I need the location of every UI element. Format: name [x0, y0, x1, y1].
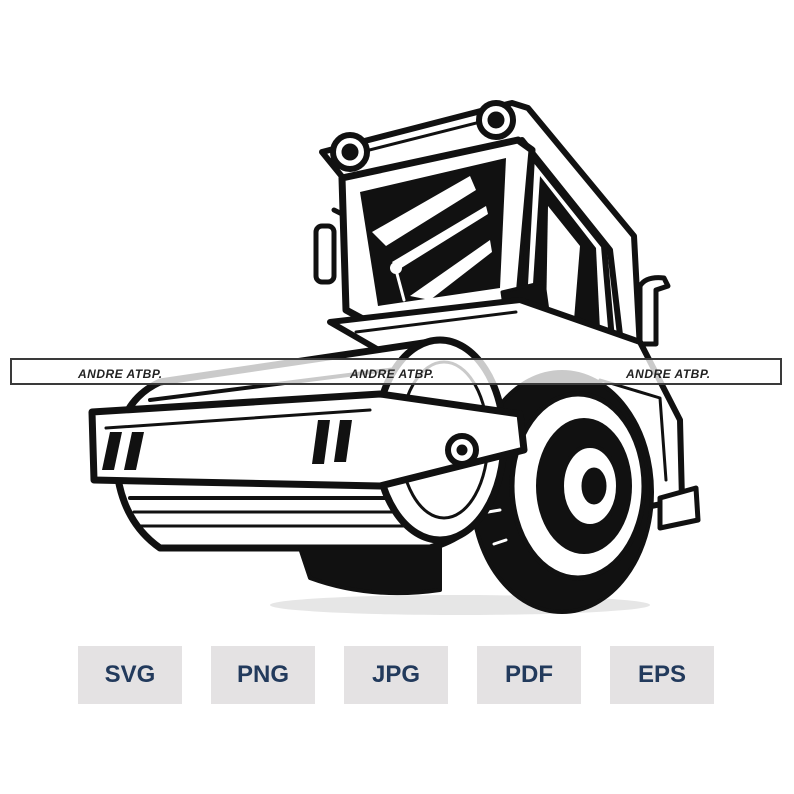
- watermark-text: ANDRE ATBP.: [350, 367, 435, 381]
- format-badge-jpg: JPG: [344, 646, 448, 704]
- road-roller-icon: [88, 100, 701, 615]
- format-badge-eps: EPS: [610, 646, 714, 704]
- watermark-band: ANDRE ATBP. ANDRE ATBP. ANDRE ATBP.: [10, 358, 782, 385]
- format-badge-png: PNG: [211, 646, 315, 704]
- watermark-text: ANDRE ATBP.: [626, 367, 711, 381]
- format-badge-svg: SVG: [78, 646, 182, 704]
- watermark-text: ANDRE ATBP.: [78, 367, 163, 381]
- format-badges: SVG PNG JPG PDF EPS: [78, 646, 718, 704]
- format-badge-pdf: PDF: [477, 646, 581, 704]
